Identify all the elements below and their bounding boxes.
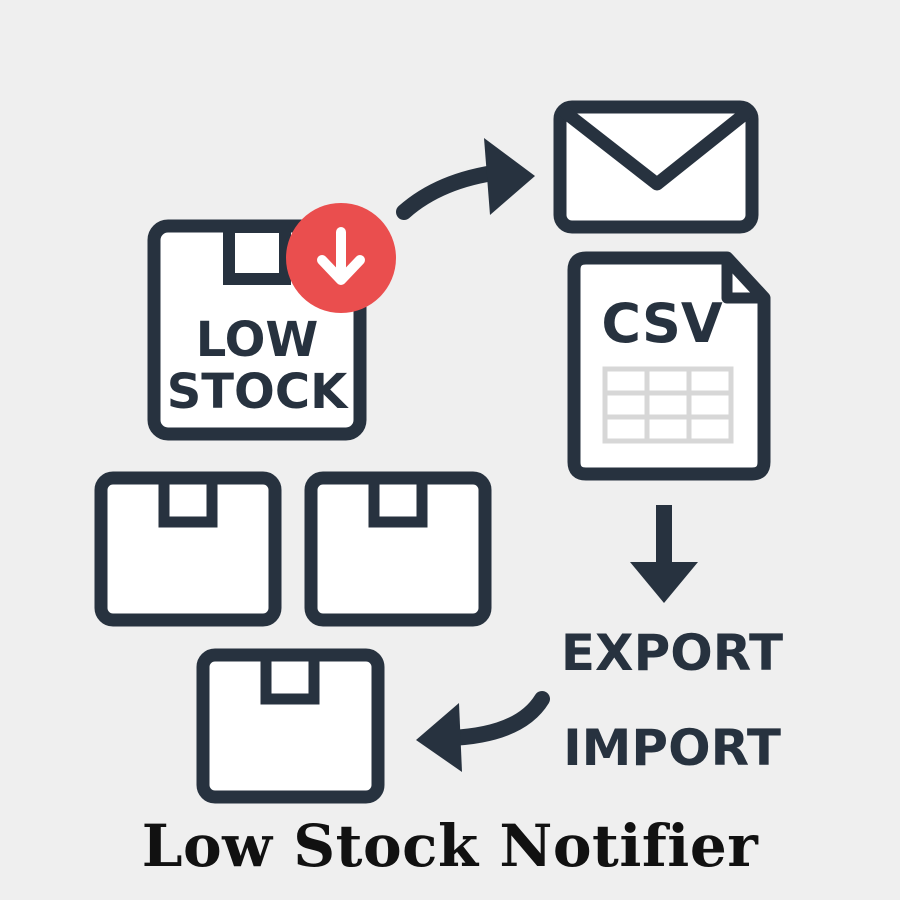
export-label: EXPORT [561, 624, 783, 682]
box-middle-left [94, 471, 282, 627]
arrow-to-bottom-box [416, 691, 550, 772]
arrow-to-email [396, 138, 535, 220]
spreadsheet-grid [602, 366, 734, 444]
low-stock-label-line2: STOCK [167, 364, 349, 420]
arrow-down-to-export [630, 505, 698, 603]
box-bottom [196, 648, 385, 804]
envelope-icon [553, 100, 759, 234]
csv-label: CSV [601, 292, 723, 355]
page-title: Low Stock Notifier [141, 812, 759, 880]
import-label: IMPORT [563, 719, 781, 777]
csv-file-icon: CSV [567, 251, 771, 481]
box-middle-right [304, 471, 492, 627]
low-stock-label-line1: LOW [196, 312, 319, 368]
arrow-down-icon [317, 227, 365, 285]
alert-badge [286, 203, 396, 313]
